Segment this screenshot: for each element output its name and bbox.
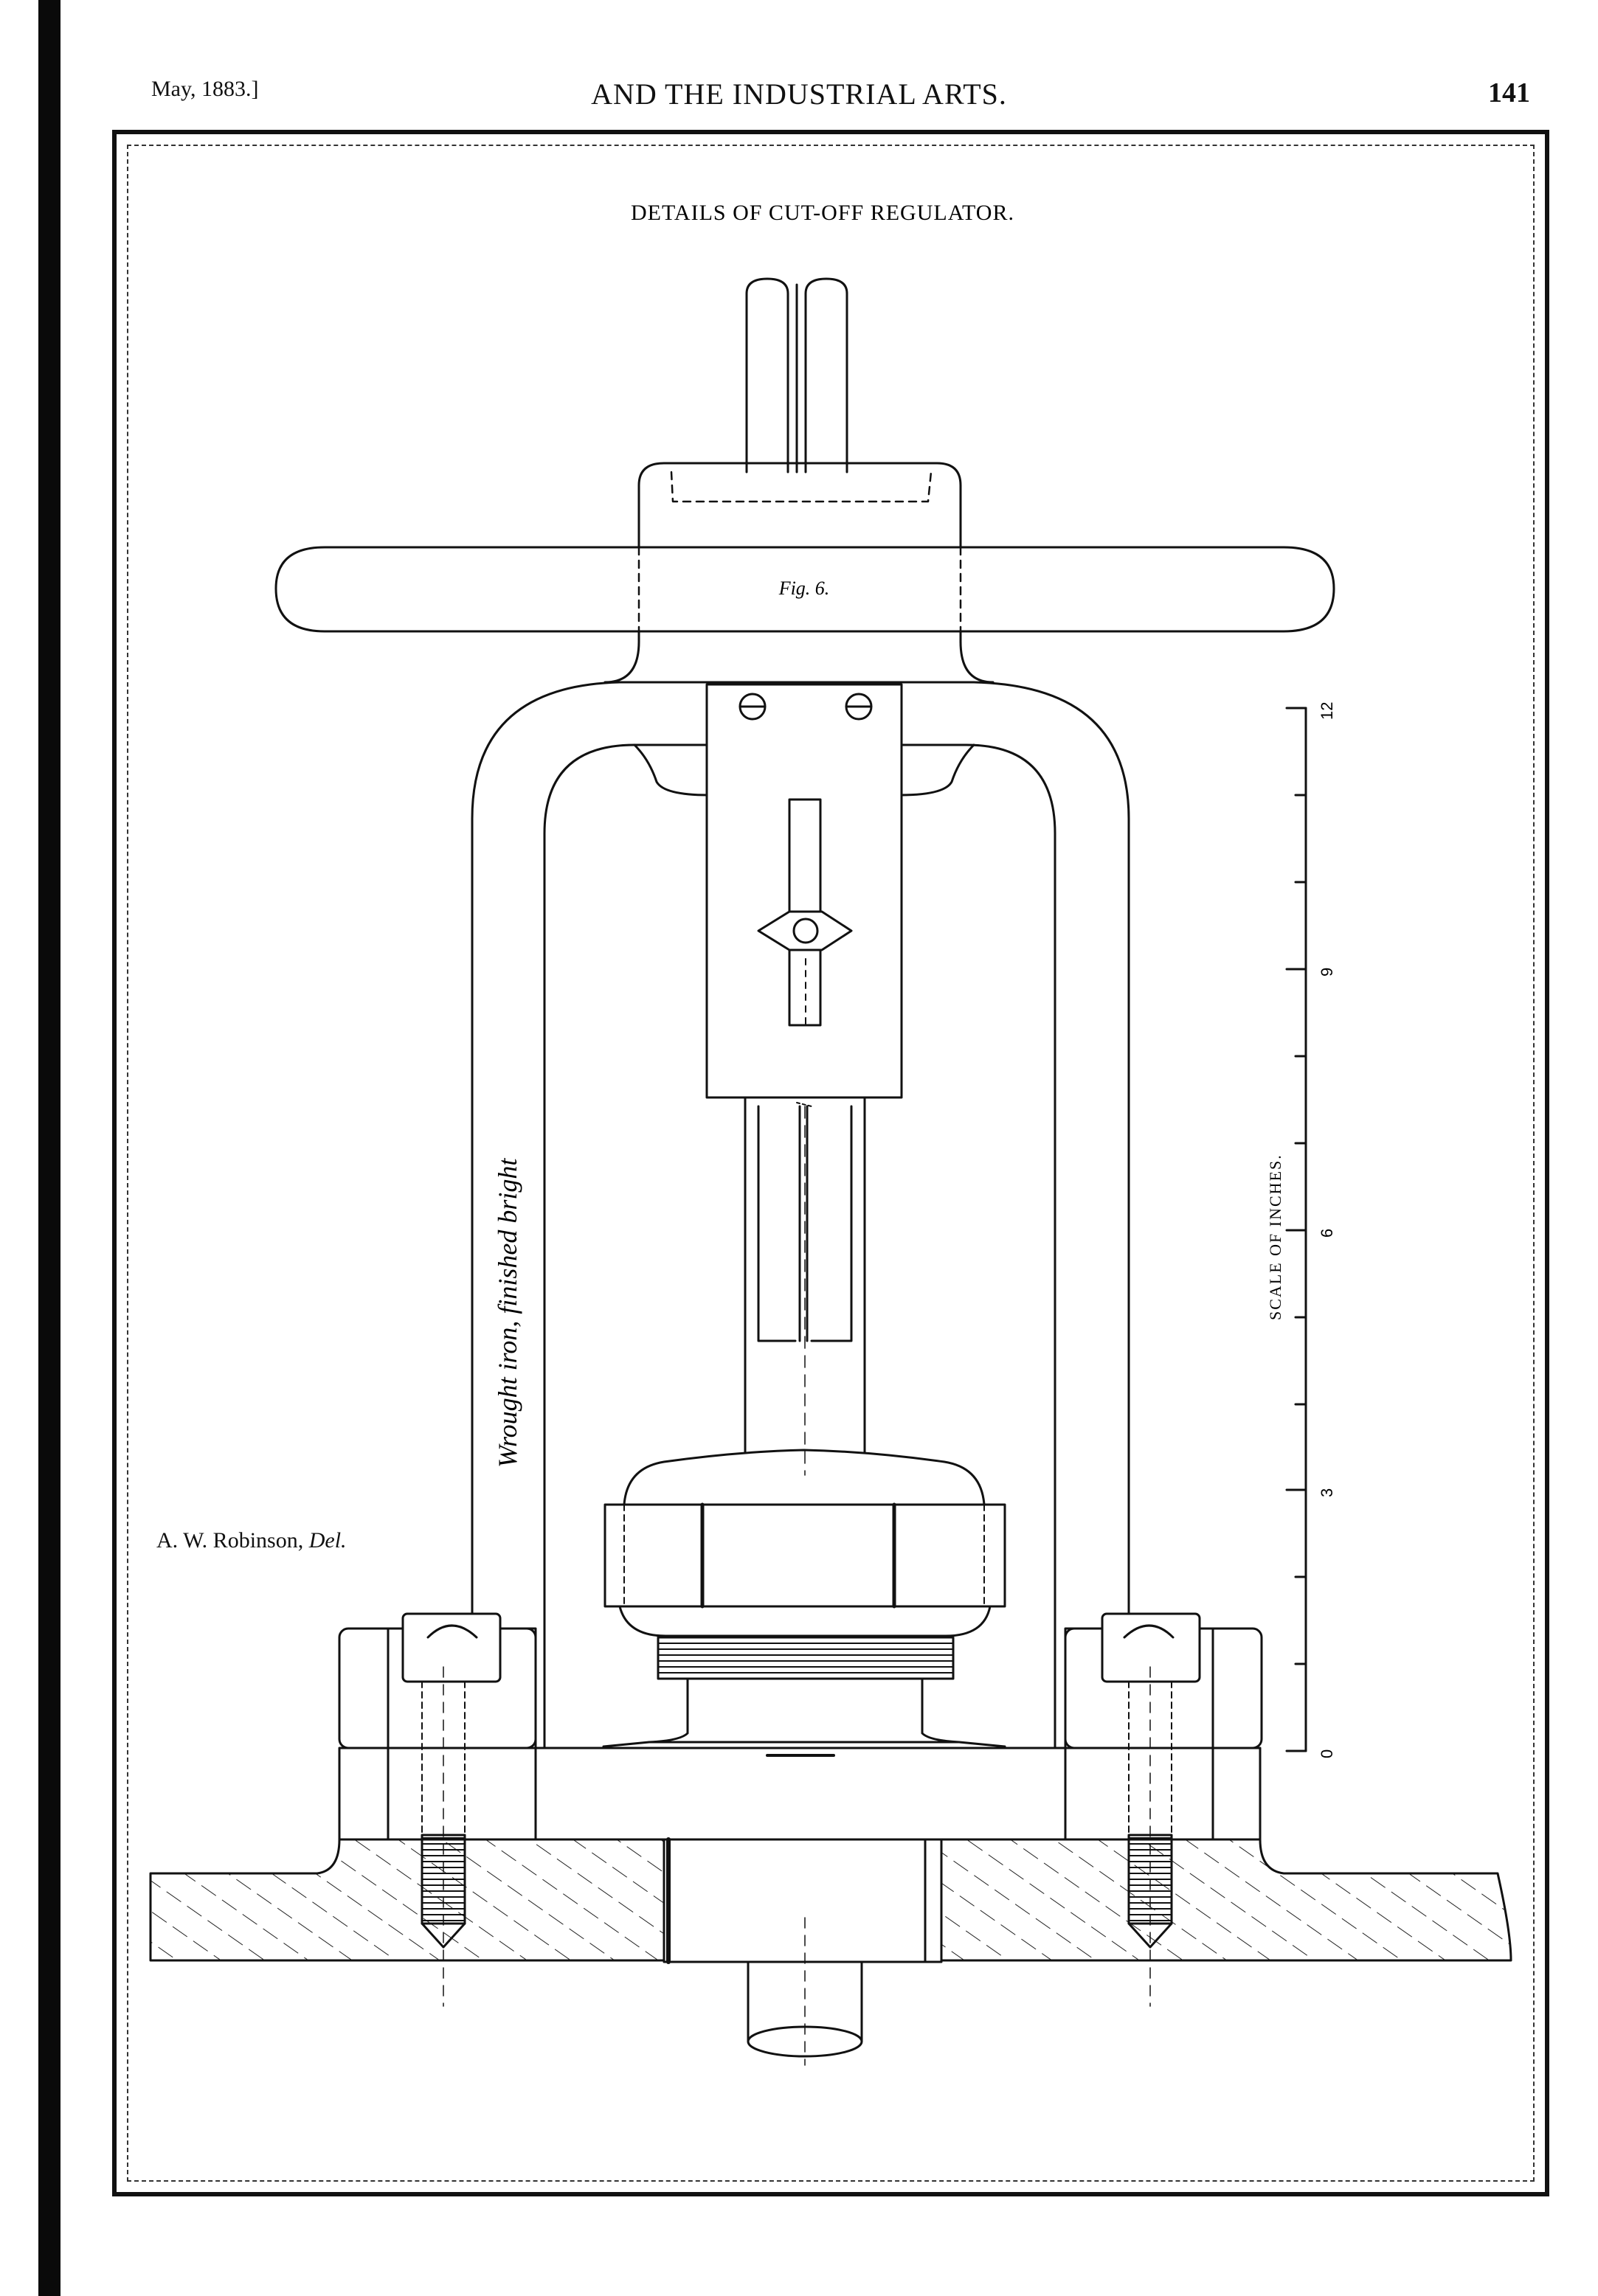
figure-label: Fig. 6.: [778, 578, 830, 599]
page-number: 141: [1488, 77, 1530, 108]
scale-tick-6: 6: [1318, 1229, 1336, 1238]
credit-suffix: Del.: [308, 1528, 347, 1553]
left-stud-bolt: [421, 1666, 466, 2007]
crosshead-block: [705, 683, 903, 1099]
casting-section: [149, 1837, 1512, 1964]
material-note: Wrought iron, finished bright: [493, 1158, 522, 1468]
draftsman-credit: A. W. Robinson, Del.: [156, 1528, 347, 1553]
credit-name: A. W. Robinson,: [156, 1528, 304, 1553]
scale-tick-0: 0: [1318, 1749, 1336, 1758]
scale-label: SCALE OF INCHES.: [1266, 1154, 1284, 1320]
scale-tick-3: 3: [1318, 1488, 1336, 1497]
handle-bar: [274, 546, 1335, 633]
plate-frame-inner: [127, 145, 1535, 2182]
left-bolt-boss: [338, 1612, 537, 1841]
hub-lugs: [633, 743, 975, 797]
hub-boss: [637, 462, 962, 643]
regulator-nut: [603, 1449, 1006, 1680]
header-date: May, 1883.]: [151, 77, 259, 101]
scale-tick-9: 9: [1318, 968, 1336, 977]
central-stem: [744, 1096, 866, 1469]
top-spindle: [745, 277, 848, 474]
page-edge-bar: [38, 0, 60, 2296]
base-neck: [602, 1677, 1006, 1748]
scale-minor-ticks: [1285, 794, 1307, 1665]
plate-frame: [112, 130, 1549, 2196]
valve-stem: [747, 1917, 863, 2066]
plate-title: DETAILS OF CUT-OFF REGULATOR.: [631, 201, 1014, 225]
scale-tick-12: 12: [1318, 702, 1336, 720]
right-stud-bolt: [1127, 1666, 1173, 2007]
header-title: AND THE INDUSTRIAL ARTS.: [591, 77, 1007, 111]
base-plate: [338, 1747, 1262, 1841]
